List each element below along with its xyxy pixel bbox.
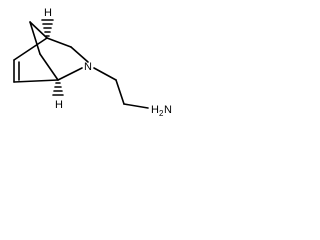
stereo-h-bottom-label: H	[55, 99, 63, 111]
bicyclic-skeleton	[13, 21, 89, 83]
stereo-h-top-label: H	[44, 7, 52, 19]
bond-bridge-top-left	[29, 21, 48, 39]
bond-bridgehead-top-to-ch2	[46, 37, 72, 48]
bond-bridge-to-bottom-bridgehead	[39, 53, 59, 81]
bond-ring-n-to-ch2-a	[93, 67, 117, 81]
bond-ch2-b-to-amine	[123, 103, 149, 109]
amine-h-label: H	[151, 104, 159, 116]
bond-bridgehead-bottom-to-ring-n	[57, 67, 83, 81]
amine-subscript-label: 2	[159, 109, 164, 118]
bond-alkene-to-bridgehead-bottom	[13, 79, 59, 83]
molecule-structure-diagram: H H N H 2 N	[13, 7, 172, 118]
bond-ch2-a-to-ch2-b	[115, 79, 125, 105]
stereo-hash-bottom	[52, 82, 64, 96]
bond-ch2-to-ring-n	[70, 46, 89, 63]
aminoethyl-chain	[93, 67, 149, 109]
amine-group-label: H 2 N	[151, 104, 172, 118]
amine-n-label: N	[164, 104, 172, 116]
bond-bridgehead-top-to-alkene	[13, 37, 48, 61]
stereo-hash-top	[41, 19, 54, 37]
ring-nitrogen-label: N	[84, 61, 92, 73]
bond-bridge-down	[29, 21, 41, 55]
